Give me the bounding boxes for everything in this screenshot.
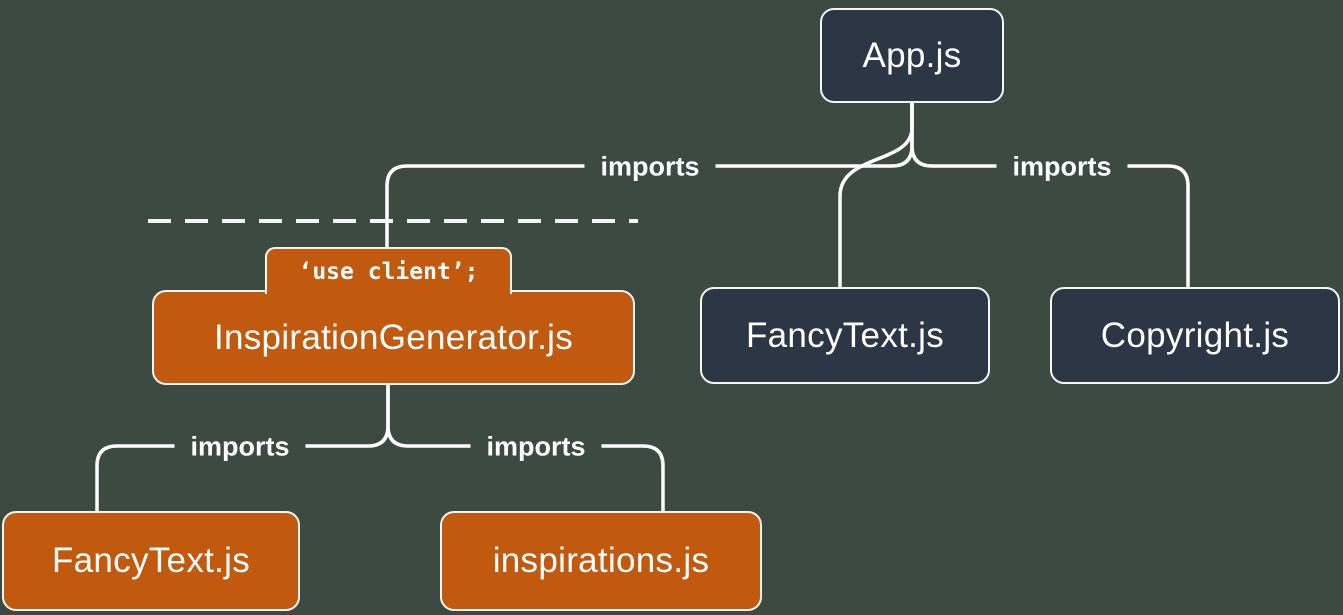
node-fancytext-js-client: FancyText.js	[2, 511, 300, 611]
edge-app-to-fancytext	[838, 101, 914, 292]
edge-label-imports-fancytext: imports	[174, 429, 306, 465]
node-fancytext-js-server-label: FancyText.js	[745, 315, 945, 355]
use-client-directive-text: ‘use client’;	[298, 258, 479, 285]
node-inspiration-generator-js: InspirationGenerator.js	[152, 290, 635, 385]
edge-label-imports-inspiration-generator: imports	[584, 149, 716, 185]
node-inspirations-js: inspirations.js	[440, 511, 762, 611]
node-app-js: App.js	[820, 8, 1004, 103]
node-fancytext-js-client-label: FancyText.js	[51, 541, 251, 580]
node-fancytext-js-server: FancyText.js	[700, 287, 990, 384]
edge-label-imports-inspirations: imports	[470, 429, 602, 465]
node-inspiration-generator-js-label: InspirationGenerator.js	[213, 317, 574, 357]
node-inspirations-js-label: inspirations.js	[492, 541, 710, 580]
edge-app-to-copyright	[910, 101, 1190, 292]
use-client-directive-tag: ‘use client’;	[265, 247, 512, 294]
node-app-js-label: App.js	[862, 35, 962, 75]
node-copyright-js-label: Copyright.js	[1100, 315, 1290, 355]
edge-label-imports-copyright: imports	[996, 149, 1128, 185]
node-copyright-js: Copyright.js	[1050, 287, 1340, 384]
